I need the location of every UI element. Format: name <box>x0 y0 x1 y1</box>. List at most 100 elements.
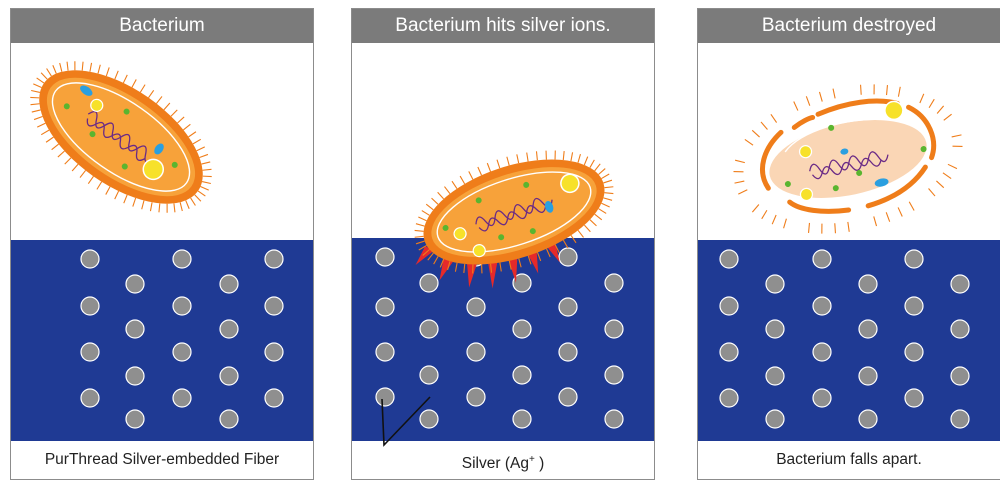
silver-ion <box>219 366 239 386</box>
cilium <box>589 159 595 168</box>
cilium <box>738 189 748 195</box>
panel-title: Bacterium <box>11 9 313 43</box>
silver-ion <box>466 342 486 362</box>
faded-cytoplasm <box>769 120 927 198</box>
cilium <box>832 88 836 99</box>
cilium <box>834 223 836 234</box>
silver-pointer-line <box>381 396 431 447</box>
silver-ion <box>858 274 878 294</box>
cilium <box>897 207 903 217</box>
silver-ion <box>125 319 145 339</box>
cilium <box>545 150 547 160</box>
cilium <box>148 89 155 98</box>
cilium <box>183 123 191 131</box>
cilium <box>486 162 492 172</box>
dna-strand <box>809 151 889 180</box>
cilium <box>936 105 945 114</box>
cilium <box>527 255 532 265</box>
cilium <box>131 79 137 88</box>
cilium <box>96 181 103 190</box>
silver-ion <box>719 249 739 269</box>
panel-caption: PurThread Silver-embedded Fiber <box>44 451 280 468</box>
cilium <box>46 68 52 77</box>
silver-ion <box>950 274 970 294</box>
panel-bacterium: Bacterium PurThread Silver-embedded Fibe… <box>10 8 314 480</box>
silver-ion <box>172 296 192 316</box>
silver-ion <box>512 365 532 385</box>
cilium <box>31 89 41 93</box>
destroyed-bacterium <box>733 84 963 234</box>
silver-ion-grid <box>375 247 624 429</box>
bacterium <box>414 150 614 289</box>
plasmid <box>840 148 849 155</box>
silver-ion <box>375 387 395 407</box>
silver-ion <box>604 365 624 385</box>
panel-2-scene <box>352 150 654 447</box>
silver-ion <box>125 366 145 386</box>
cilium <box>202 168 212 171</box>
silver-ion <box>858 409 878 429</box>
cilium <box>40 129 50 136</box>
cilium <box>936 180 945 189</box>
silver-ion <box>375 247 395 267</box>
cilium <box>604 192 614 195</box>
vacuole <box>884 100 904 121</box>
cilium <box>415 223 425 227</box>
cilium <box>604 186 614 189</box>
cilium <box>570 152 574 162</box>
cilium <box>166 203 168 213</box>
silver-ion <box>172 249 192 269</box>
cilium <box>885 85 889 96</box>
cilium <box>598 168 606 175</box>
cilium <box>64 157 72 165</box>
silver-ion <box>904 342 924 362</box>
panel-1-scene <box>11 61 313 441</box>
plasmid <box>544 201 554 213</box>
cilium <box>545 248 551 258</box>
panel-caption: Silver (Ag+ ) <box>352 441 654 479</box>
cilium <box>805 96 811 106</box>
cilium <box>418 244 427 251</box>
ribosome <box>63 103 70 110</box>
cilium <box>30 103 40 106</box>
silver-ion <box>419 273 439 293</box>
ribosome <box>828 124 835 131</box>
silver-ion <box>419 365 439 385</box>
cilium <box>908 201 915 211</box>
bacterium <box>30 61 212 213</box>
cilium <box>431 197 439 205</box>
vacuole <box>560 173 580 194</box>
silver-ion <box>419 409 439 429</box>
cilium <box>873 84 875 95</box>
silver-ion <box>604 409 624 429</box>
cilium <box>422 249 430 256</box>
cilium <box>196 146 206 152</box>
ribosome <box>523 181 530 188</box>
cilium <box>499 262 502 272</box>
silver-ion <box>512 319 532 339</box>
cilium <box>155 96 163 104</box>
cilium <box>71 163 79 172</box>
cilium <box>173 203 176 213</box>
ribosome <box>832 185 839 192</box>
silver-ion <box>80 249 100 269</box>
silver-ion <box>719 342 739 362</box>
cilium <box>952 145 963 147</box>
cilium <box>89 62 93 72</box>
cilium <box>818 91 823 102</box>
cilium <box>451 180 458 189</box>
silver-ion <box>858 319 878 339</box>
cilium <box>516 154 520 164</box>
panel-bacterium-hits-silver: Bacterium hits silver ions. <box>351 8 655 480</box>
cilium <box>770 114 778 123</box>
cilium <box>807 222 811 233</box>
silver-ion <box>219 409 239 429</box>
cilium <box>415 240 425 245</box>
cilium <box>33 83 42 88</box>
silver-ion <box>466 387 486 407</box>
cell-membrane <box>51 82 191 192</box>
cilium <box>105 186 111 195</box>
cilium <box>601 173 610 180</box>
silver-ion <box>172 342 192 362</box>
cilium <box>821 223 823 234</box>
